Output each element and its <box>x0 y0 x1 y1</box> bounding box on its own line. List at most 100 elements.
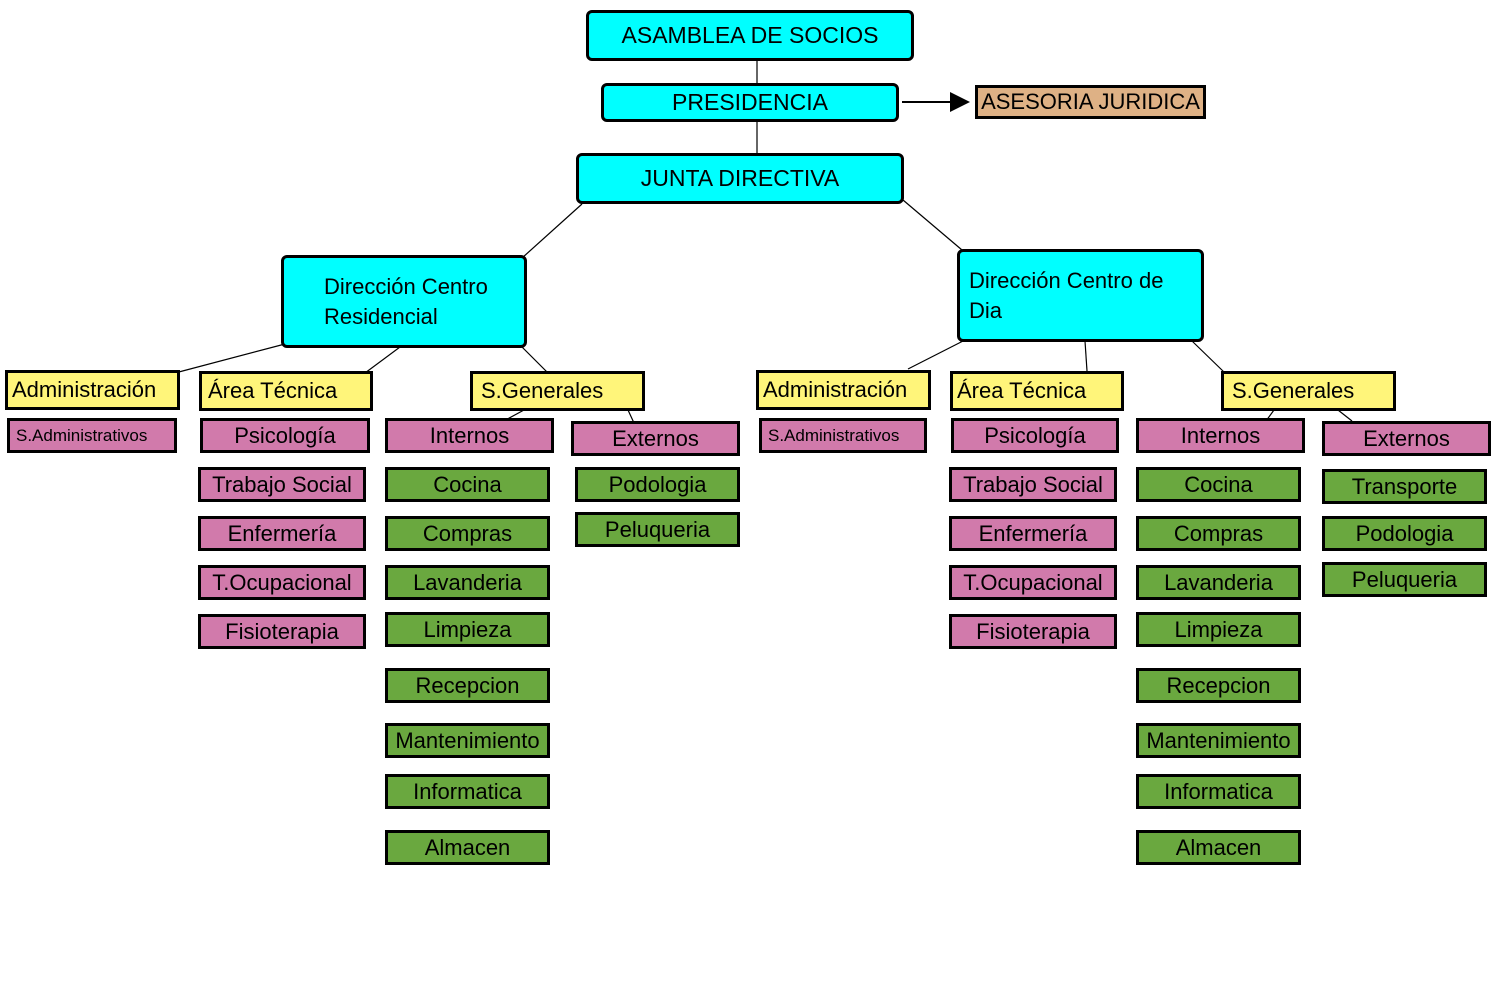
dia-almacen-label: Almacen <box>1175 834 1262 860</box>
res-s-administrativos-label: S.Administrativos <box>16 426 148 445</box>
dia-administracion-label: Administración <box>763 377 908 402</box>
line-res-administracion <box>174 343 286 374</box>
dia-trabajo-social-box: Trabajo Social <box>949 467 1117 502</box>
dia-psicologia-label: Psicología <box>984 422 1086 448</box>
res-psicologia-label: Psicología <box>234 422 336 448</box>
dia-transporte-box: Transporte <box>1322 469 1487 504</box>
dia-mantenimiento-label: Mantenimiento <box>1146 727 1291 753</box>
res-lavanderia-box: Lavanderia <box>385 565 550 600</box>
res-mantenimiento-label: Mantenimiento <box>395 727 540 753</box>
dia-podologia-box: Podologia <box>1322 516 1487 551</box>
dia-area-tecnica-box: Área Técnica <box>950 371 1124 411</box>
dia-enfermeria-box: Enfermería <box>949 516 1117 551</box>
res-limpieza-label: Limpieza <box>423 616 512 642</box>
dia-fisioterapia-label: Fisioterapia <box>976 618 1090 644</box>
res-mantenimiento-box: Mantenimiento <box>385 723 550 758</box>
res-s-generales-label: S.Generales <box>481 378 604 403</box>
res-administracion-label: Administración <box>12 377 157 402</box>
line-junta-dia <box>902 199 963 251</box>
res-area-tecnica-label: Área Técnica <box>208 378 338 403</box>
dia-limpieza-box: Limpieza <box>1136 612 1301 647</box>
dia-transporte-label: Transporte <box>1351 473 1458 499</box>
dia-peluqueria-box: Peluqueria <box>1322 562 1487 597</box>
dia-informatica-box: Informatica <box>1136 774 1301 809</box>
res-psicologia-box: Psicología <box>200 418 370 453</box>
res-trabajo-social-box: Trabajo Social <box>198 467 366 502</box>
line-dia-area-tecnica <box>1084 340 1088 372</box>
res-enfermeria-box: Enfermería <box>198 516 366 551</box>
dia-recepcion-box: Recepcion <box>1136 668 1301 703</box>
res-externos-label: Externos <box>612 425 699 451</box>
direccion-centro-residencial-box: Dirección Centro Residencial <box>281 255 527 348</box>
res-fisioterapia-label: Fisioterapia <box>225 618 339 644</box>
dia-cocina-label: Cocina <box>1184 471 1253 497</box>
dia-title-line1: Dirección Centro de <box>969 267 1164 293</box>
presidencia-box: PRESIDENCIA <box>601 83 899 122</box>
dia-s-generales-label: S.Generales <box>1232 378 1355 403</box>
dia-externos-label: Externos <box>1363 425 1450 451</box>
line-res-externos <box>627 409 635 424</box>
res-lavanderia-label: Lavanderia <box>413 569 522 595</box>
dia-peluqueria-label: Peluqueria <box>1351 566 1458 592</box>
asamblea-label: ASAMBLEA DE SOCIOS <box>621 22 879 48</box>
dia-mantenimiento-box: Mantenimiento <box>1136 723 1301 758</box>
res-informatica-box: Informatica <box>385 774 550 809</box>
dia-lavanderia-label: Lavanderia <box>1164 569 1273 595</box>
presidencia-label: PRESIDENCIA <box>672 89 828 115</box>
res-informatica-label: Informatica <box>413 778 522 804</box>
dia-limpieza-label: Limpieza <box>1174 616 1263 642</box>
junta-label: JUNTA DIRECTIVA <box>640 165 840 191</box>
dia-psicologia-box: Psicología <box>951 418 1119 453</box>
residencial-title-line2: Residencial <box>324 303 438 329</box>
line-junta-residencial <box>521 203 583 259</box>
dia-enfermeria-label: Enfermería <box>978 520 1088 546</box>
res-limpieza-box: Limpieza <box>385 612 550 647</box>
dia-podologia-label: Podologia <box>1355 520 1454 546</box>
res-enfermeria-label: Enfermería <box>227 520 337 546</box>
res-compras-label: Compras <box>422 520 513 546</box>
dia-lavanderia-box: Lavanderia <box>1136 565 1301 600</box>
dia-t-ocupacional-label: T.Ocupacional <box>963 569 1103 595</box>
dia-cocina-box: Cocina <box>1136 467 1301 502</box>
dia-internos-label: Internos <box>1180 422 1261 448</box>
line-dia-administracion <box>907 339 966 370</box>
res-administracion-box: Administración <box>5 370 180 410</box>
dia-internos-box: Internos <box>1136 418 1305 453</box>
dia-fisioterapia-box: Fisioterapia <box>949 614 1117 649</box>
res-peluqueria-box: Peluqueria <box>575 512 740 547</box>
res-t-ocupacional-box: T.Ocupacional <box>198 565 366 600</box>
dia-s-administrativos-label: S.Administrativos <box>768 426 900 445</box>
asamblea-de-socios-box: ASAMBLEA DE SOCIOS <box>586 10 914 61</box>
line-dia-externos <box>1337 409 1353 422</box>
asesoria-label: ASESORIA JURIDICA <box>981 89 1200 114</box>
res-podologia-box: Podologia <box>575 467 740 502</box>
res-t-ocupacional-label: T.Ocupacional <box>212 569 352 595</box>
res-cocina-label: Cocina <box>433 471 502 497</box>
dia-administracion-box: Administración <box>756 370 931 410</box>
direccion-centro-de-dia-box: Dirección Centro de Dia <box>957 249 1204 342</box>
res-recepcion-box: Recepcion <box>385 668 550 703</box>
line-dia-s-generales <box>1191 340 1226 374</box>
res-almacen-label: Almacen <box>424 834 511 860</box>
line-res-s-generales <box>521 346 549 374</box>
res-trabajo-social-label: Trabajo Social <box>212 471 352 497</box>
res-externos-box: Externos <box>571 421 740 456</box>
res-compras-box: Compras <box>385 516 550 551</box>
res-recepcion-label: Recepcion <box>415 672 520 698</box>
dia-informatica-label: Informatica <box>1164 778 1273 804</box>
dia-area-tecnica-label: Área Técnica <box>957 378 1087 403</box>
junta-directiva-box: JUNTA DIRECTIVA <box>576 153 904 204</box>
dia-compras-box: Compras <box>1136 516 1301 551</box>
dia-t-ocupacional-box: T.Ocupacional <box>949 565 1117 600</box>
res-s-generales-box: S.Generales <box>470 371 645 411</box>
res-cocina-box: Cocina <box>385 467 550 502</box>
res-internos-box: Internos <box>385 418 554 453</box>
res-internos-label: Internos <box>429 422 510 448</box>
res-fisioterapia-box: Fisioterapia <box>198 614 366 649</box>
dia-almacen-box: Almacen <box>1136 830 1301 865</box>
res-peluqueria-label: Peluqueria <box>604 516 711 542</box>
asesoria-juridica-box: ASESORIA JURIDICA <box>975 85 1206 119</box>
dia-compras-label: Compras <box>1173 520 1264 546</box>
res-almacen-box: Almacen <box>385 830 550 865</box>
